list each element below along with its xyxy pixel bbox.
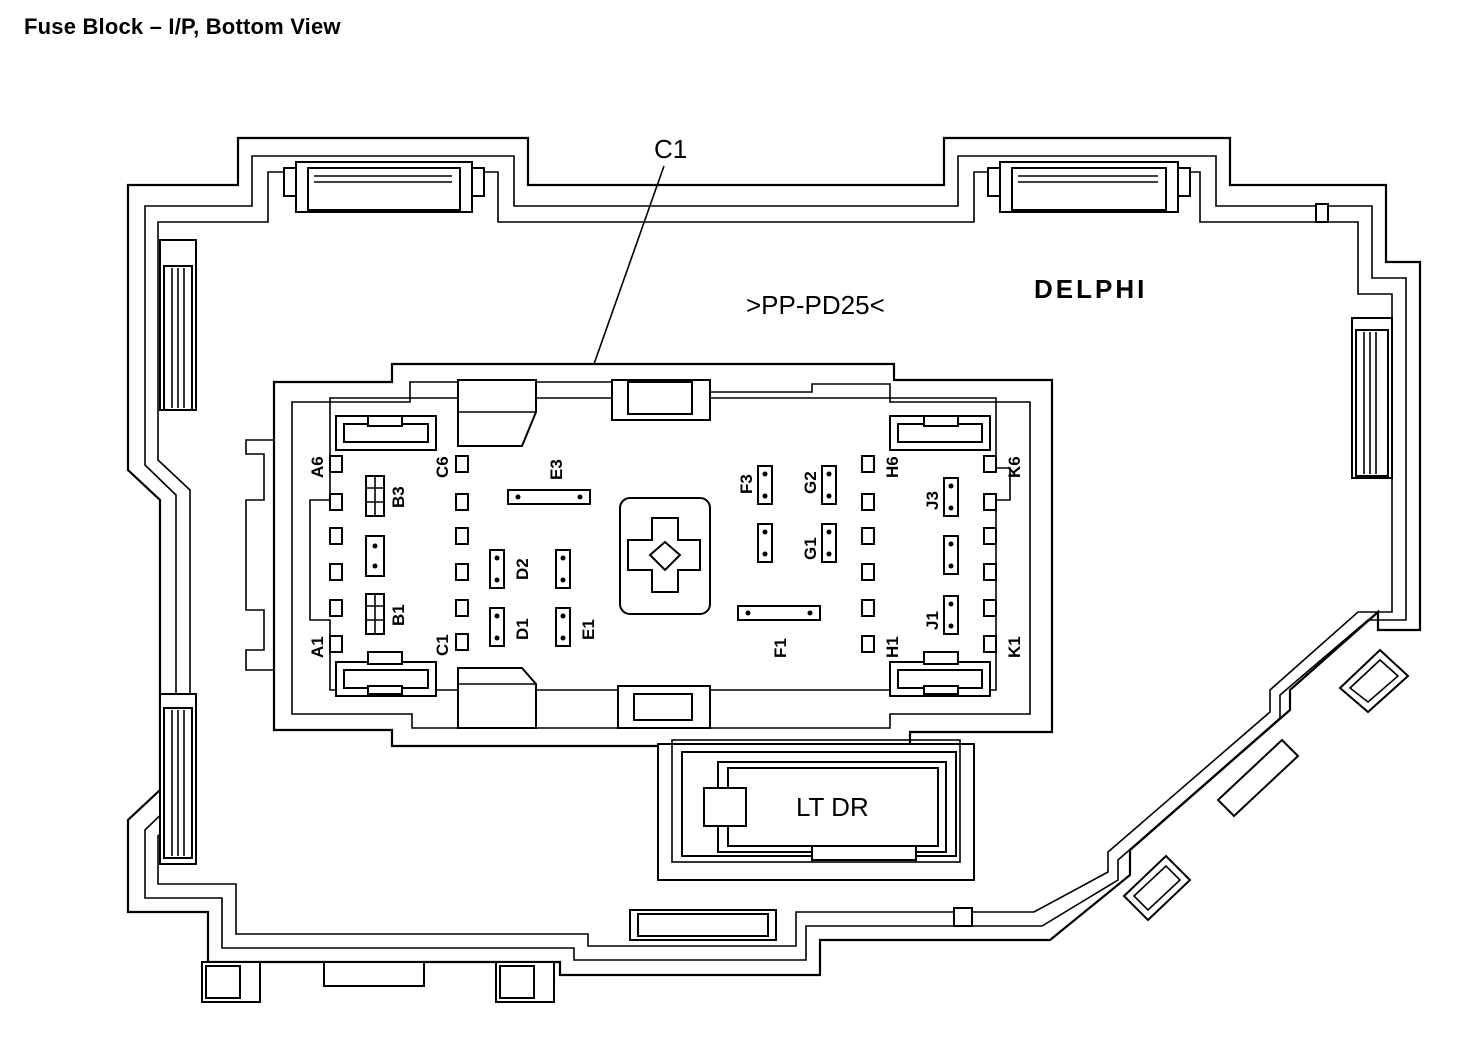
terminal-j1 bbox=[943, 595, 959, 635]
terminal-d2 bbox=[489, 549, 505, 589]
label-h1: H1 bbox=[883, 636, 902, 658]
diagonal-tab-3 bbox=[1122, 854, 1192, 922]
housing-inner-outline-2 bbox=[157, 171, 1393, 947]
bottom-foot-left bbox=[201, 961, 261, 1003]
bottom-slot bbox=[629, 909, 777, 941]
label-g2: G2 bbox=[801, 471, 820, 494]
c1-left-edge-notch bbox=[245, 439, 274, 671]
label-a6: A6 bbox=[308, 456, 327, 478]
terminal-j2 bbox=[943, 535, 959, 575]
label-b1: B1 bbox=[389, 604, 408, 626]
terminal-f1 bbox=[737, 605, 821, 621]
label-g1: G1 bbox=[801, 537, 820, 560]
terminal-g1 bbox=[821, 523, 837, 563]
c1-connector-label: C1 bbox=[654, 134, 687, 164]
bottom-foot-middle bbox=[323, 961, 425, 987]
part-marking: >PP-PD25< bbox=[746, 290, 885, 320]
terminal-column-h bbox=[861, 455, 875, 653]
lt-dr-relay-label: LT DR bbox=[796, 792, 869, 822]
terminal-e2 bbox=[555, 549, 571, 589]
diagonal-tab-2 bbox=[1216, 738, 1300, 818]
top-latch-right bbox=[987, 161, 1191, 213]
terminal-e1 bbox=[555, 607, 571, 647]
label-b3: B3 bbox=[389, 486, 408, 508]
label-e1: E1 bbox=[579, 619, 598, 640]
label-f1: F1 bbox=[771, 638, 790, 658]
housing-inner-outline-1 bbox=[144, 155, 1407, 961]
label-e3: E3 bbox=[547, 459, 566, 480]
lt-dr-relay-socket bbox=[657, 739, 975, 881]
diagram-title: Fuse Block – I/P, Bottom View bbox=[24, 14, 341, 39]
corner-latch-bottom-right bbox=[889, 651, 991, 697]
right-side-slot bbox=[1351, 317, 1393, 479]
terminal-e3 bbox=[507, 489, 591, 505]
label-c1: C1 bbox=[433, 634, 452, 656]
terminal-d1 bbox=[489, 607, 505, 647]
bottom-foot-right bbox=[495, 961, 555, 1003]
terminal-column-k bbox=[983, 455, 997, 653]
label-d2: D2 bbox=[513, 558, 532, 580]
connector-key-top-left bbox=[457, 379, 537, 447]
top-right-tab bbox=[1315, 203, 1329, 223]
bottom-tab-small bbox=[953, 907, 973, 927]
label-a1: A1 bbox=[308, 636, 327, 658]
terminal-b2 bbox=[365, 535, 385, 577]
terminal-f2 bbox=[757, 523, 773, 563]
brand-logo-text: DELPHI bbox=[1034, 274, 1147, 304]
label-f3: F3 bbox=[737, 474, 756, 494]
terminal-j3 bbox=[943, 477, 959, 517]
corner-latch-bottom-left bbox=[335, 651, 437, 697]
top-latch-left bbox=[283, 161, 485, 213]
connector-key-bottom-left bbox=[457, 667, 537, 729]
corner-latch-top-left bbox=[335, 415, 437, 451]
terminal-b3 bbox=[365, 475, 385, 517]
diagonal-tab-1 bbox=[1338, 648, 1410, 714]
label-j3: J3 bbox=[923, 491, 942, 510]
label-k1: K1 bbox=[1005, 636, 1024, 658]
connector-latch-bottom bbox=[617, 685, 711, 729]
housing-outer-outline bbox=[126, 136, 1422, 977]
label-h6: H6 bbox=[883, 456, 902, 478]
left-side-slot-upper bbox=[159, 239, 197, 411]
connector-latch-top bbox=[611, 379, 711, 421]
label-d1: D1 bbox=[513, 618, 532, 640]
c1-connector-outline bbox=[272, 362, 1054, 748]
terminal-column-c bbox=[455, 455, 469, 651]
terminal-g2 bbox=[821, 465, 837, 505]
corner-latch-top-right bbox=[889, 415, 991, 451]
label-k6: K6 bbox=[1005, 456, 1024, 478]
c1-leader-line bbox=[593, 165, 665, 365]
terminal-column-a bbox=[329, 455, 343, 653]
terminal-f3 bbox=[757, 465, 773, 505]
label-j1: J1 bbox=[923, 611, 942, 630]
label-c6: C6 bbox=[433, 456, 452, 478]
center-polarization-key bbox=[619, 497, 711, 615]
left-side-slot-lower bbox=[159, 693, 197, 865]
terminal-b1 bbox=[365, 593, 385, 635]
